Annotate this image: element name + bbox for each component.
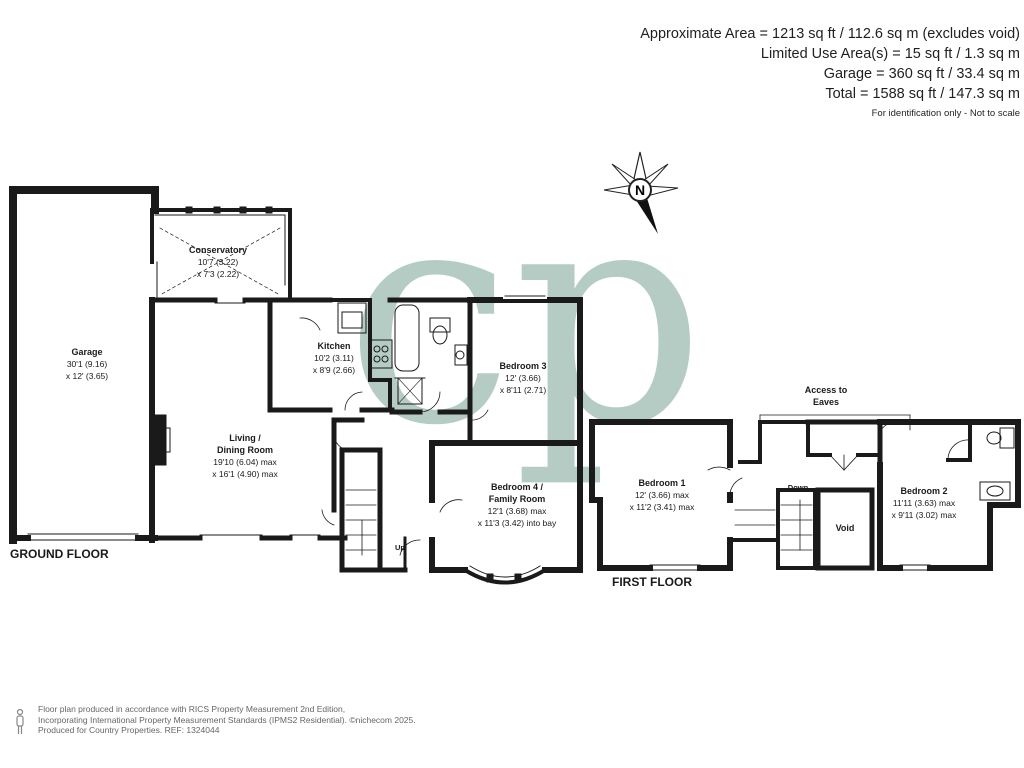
eaves-label-line1: Access to: [805, 385, 848, 395]
approximate-area: Approximate Area = 1213 sq ft / 112.6 sq…: [640, 26, 1020, 42]
garage-dim1: 30'1 (9.16): [67, 359, 108, 369]
north-compass-icon: N: [603, 151, 679, 234]
garage-name: Garage: [71, 347, 102, 357]
bedroom1-dim1: 12' (3.66) max: [635, 490, 690, 500]
garage-dim2: x 12' (3.65): [66, 371, 108, 381]
kitchen-name: Kitchen: [317, 341, 350, 351]
total-area: Total = 1588 sq ft / 147.3 sq m: [825, 86, 1020, 102]
living-name2: Dining Room: [217, 445, 273, 455]
living-dim1: 19'10 (6.04) max: [213, 457, 277, 467]
bedroom3-name: Bedroom 3: [499, 361, 546, 371]
first-floor-labels: Bedroom 1 12' (3.66) max x 11'2 (3.41) m…: [612, 385, 957, 589]
bedroom1-name: Bedroom 1: [638, 478, 685, 488]
conservatory-dim2: x 7'3 (2.22): [197, 269, 239, 279]
scale-note: For identification only - Not to scale: [871, 108, 1020, 119]
area-summary: Approximate Area = 1213 sq ft / 112.6 sq…: [640, 24, 1020, 122]
footer-line2: Incorporating International Property Mea…: [38, 714, 416, 725]
kitchen-dim1: 10'2 (3.11): [314, 353, 354, 363]
footer-line1: Floor plan produced in accordance with R…: [38, 704, 346, 714]
ground-floor-plan: [9, 186, 583, 585]
ground-floor-title: GROUND FLOOR: [10, 547, 109, 561]
bedroom2-dim1: 11'11 (3.63) max: [893, 498, 956, 508]
living-name1: Living /: [229, 433, 261, 443]
bedroom2-name: Bedroom 2: [900, 486, 947, 496]
ground-floor-labels: Garage 30'1 (9.16) x 12' (3.65) Conserva…: [10, 245, 557, 561]
bedroom1-dim2: x 11'2 (3.41) max: [630, 502, 696, 512]
bedroom2-dim2: x 9'11 (3.02) max: [892, 510, 958, 520]
eaves-label-line2: Eaves: [813, 397, 839, 407]
bedroom4-dim1: 12'1 (3.68) max: [488, 506, 548, 516]
garage-area: Garage = 360 sq ft / 33.4 sq m: [823, 66, 1020, 82]
first-floor-plan: [589, 414, 1021, 571]
compass-label: N: [635, 182, 645, 198]
bedroom4-name1: Bedroom 4 /: [491, 482, 544, 492]
person-scale-icon: [16, 709, 24, 734]
first-floor-title: FIRST FLOOR: [612, 575, 692, 589]
bedroom4-dim2: x 11'3 (3.42) into bay: [478, 518, 557, 528]
kitchen-dim2: x 8'9 (2.66): [313, 365, 355, 375]
bedroom3-dim1: 12' (3.66): [505, 373, 541, 383]
void-name: Void: [836, 523, 855, 533]
bedroom4-name2: Family Room: [489, 494, 546, 504]
footer-line3: Produced for Country Properties. REF: 13…: [38, 725, 220, 735]
living-dim2: x 16'1 (4.90) max: [212, 469, 278, 479]
ground-stairs-label: Up: [395, 543, 405, 552]
first-stairs-label: Down: [788, 483, 809, 492]
footer-disclaimer: Floor plan produced in accordance with R…: [38, 704, 416, 736]
limited-use-area: Limited Use Area(s) = 15 sq ft / 1.3 sq …: [760, 46, 1020, 62]
conservatory-dim1: 10'7 (3.22): [198, 257, 239, 267]
bedroom3-dim2: x 8'11 (2.71): [500, 385, 547, 395]
conservatory-name: Conservatory: [189, 245, 247, 255]
